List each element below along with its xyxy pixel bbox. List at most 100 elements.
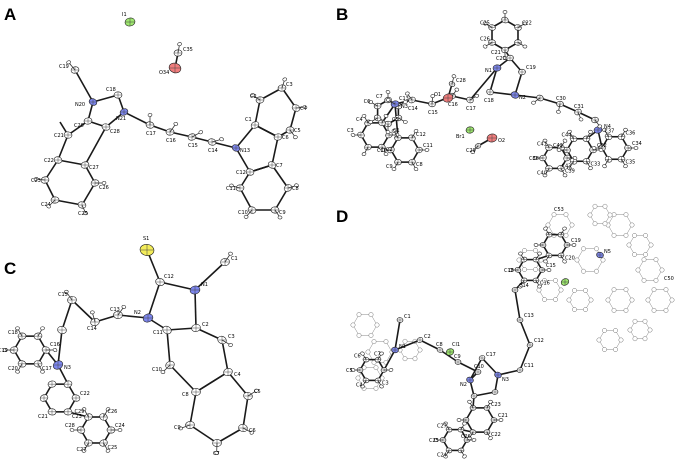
atom-label: C43 xyxy=(562,163,572,169)
atom-label: C29 xyxy=(466,148,476,154)
atom-label: C9 xyxy=(279,210,286,216)
atom-label: C21 xyxy=(498,413,508,419)
hydrogen-atom xyxy=(522,21,528,26)
packing-atom xyxy=(356,312,362,318)
bond xyxy=(159,281,196,291)
atom-label: N1 xyxy=(485,68,492,74)
packing-atom xyxy=(632,336,638,342)
hydrogen-atom xyxy=(403,100,408,104)
packing-atom xyxy=(642,318,648,324)
hydrogen-atom xyxy=(294,183,299,188)
atom-label: C24 xyxy=(437,452,447,458)
packing-atom xyxy=(643,233,648,238)
packing-atom xyxy=(574,257,580,263)
atom-label: C22 xyxy=(522,21,532,27)
hydrogen-atom xyxy=(602,127,607,132)
atom-label: O1 xyxy=(434,92,441,98)
packing-atom xyxy=(659,267,665,273)
atom-label: N20 xyxy=(75,102,85,108)
atom-label: C26 xyxy=(480,37,490,43)
packing-atom xyxy=(623,212,629,218)
bond xyxy=(383,349,396,371)
bond xyxy=(189,424,218,444)
hydrogen-atom xyxy=(52,348,58,352)
atom-label: C17 xyxy=(486,352,496,358)
atom-label: C14 xyxy=(87,326,97,332)
bond xyxy=(235,147,251,173)
bond xyxy=(123,111,151,126)
atom-label: C4 xyxy=(356,382,363,388)
atom-label: C3 xyxy=(347,128,354,134)
atom-label: C53 xyxy=(554,207,564,213)
atom-label: C25 xyxy=(78,211,88,217)
atom-label: C33 xyxy=(591,161,601,167)
packing-atom xyxy=(653,277,659,283)
packing-atom xyxy=(645,297,651,303)
packing-atom xyxy=(583,288,588,293)
hydrogen-atom xyxy=(462,421,467,426)
packing-atom xyxy=(611,287,617,293)
atom-label: C11 xyxy=(524,363,534,369)
hydrogen-atom xyxy=(379,351,384,356)
bond xyxy=(242,395,249,429)
packing-atom xyxy=(651,307,657,313)
packing-atom xyxy=(663,287,669,293)
packing-atom xyxy=(365,349,371,355)
hydrogen-atom xyxy=(388,368,394,372)
atom-label: C21 xyxy=(38,414,48,420)
bond xyxy=(169,364,197,393)
packing-atom xyxy=(618,337,624,343)
bond xyxy=(473,391,496,397)
bond xyxy=(216,427,244,444)
atom-label: C20 xyxy=(74,123,84,129)
atom-label: N2 xyxy=(134,310,141,316)
bond xyxy=(57,329,63,366)
hydrogen-atom xyxy=(498,418,504,422)
hydrogen-atom xyxy=(572,155,578,161)
atom-label: C19 xyxy=(571,238,581,244)
atom-label: C9 xyxy=(454,354,461,360)
packing-atom xyxy=(588,297,594,303)
atom-label: C13 xyxy=(110,307,120,313)
hydrogen-atom xyxy=(368,120,373,124)
hydrogen-atom xyxy=(228,251,233,256)
atom-label: C1 xyxy=(231,256,238,262)
packing-atom xyxy=(629,222,635,228)
bond xyxy=(419,339,441,351)
hydrogen-atom xyxy=(383,152,389,156)
hydrogen-atom xyxy=(502,56,508,60)
atom-label: C4 xyxy=(356,117,363,123)
packing-atom xyxy=(669,297,675,303)
packing-atom xyxy=(536,287,542,293)
packing-atom xyxy=(569,222,575,228)
panel-letter-a: A xyxy=(4,5,16,24)
bond xyxy=(84,126,107,166)
atom-label: C44 xyxy=(562,133,572,139)
packing-atom xyxy=(602,203,608,209)
hydrogen-atom xyxy=(214,451,219,455)
atom-label: C7 xyxy=(276,163,283,169)
packing-atom xyxy=(613,328,618,333)
hydrogen-atom xyxy=(542,173,548,178)
hydrogen-atom xyxy=(474,93,480,98)
bond xyxy=(271,136,279,166)
atom-label: C22 xyxy=(491,432,501,438)
atom-label: C25 xyxy=(480,21,490,27)
atom-label: C14 xyxy=(208,148,218,154)
atom-label: C16 xyxy=(50,342,60,348)
packing-atom xyxy=(651,287,657,293)
atom-label: C4 xyxy=(300,106,307,112)
hydrogen-atom xyxy=(40,326,45,331)
bond xyxy=(54,199,83,206)
packing-atom xyxy=(522,267,527,272)
atom-label: C26 xyxy=(461,434,471,440)
atom-label: C20 xyxy=(496,56,506,62)
hydrogen-atom xyxy=(250,93,255,97)
hydrogen-atom xyxy=(33,177,39,181)
packing-atom xyxy=(516,257,522,263)
packing-atom xyxy=(587,212,593,218)
hydrogen-atom xyxy=(543,259,548,264)
hydrogen-atom xyxy=(531,100,536,105)
